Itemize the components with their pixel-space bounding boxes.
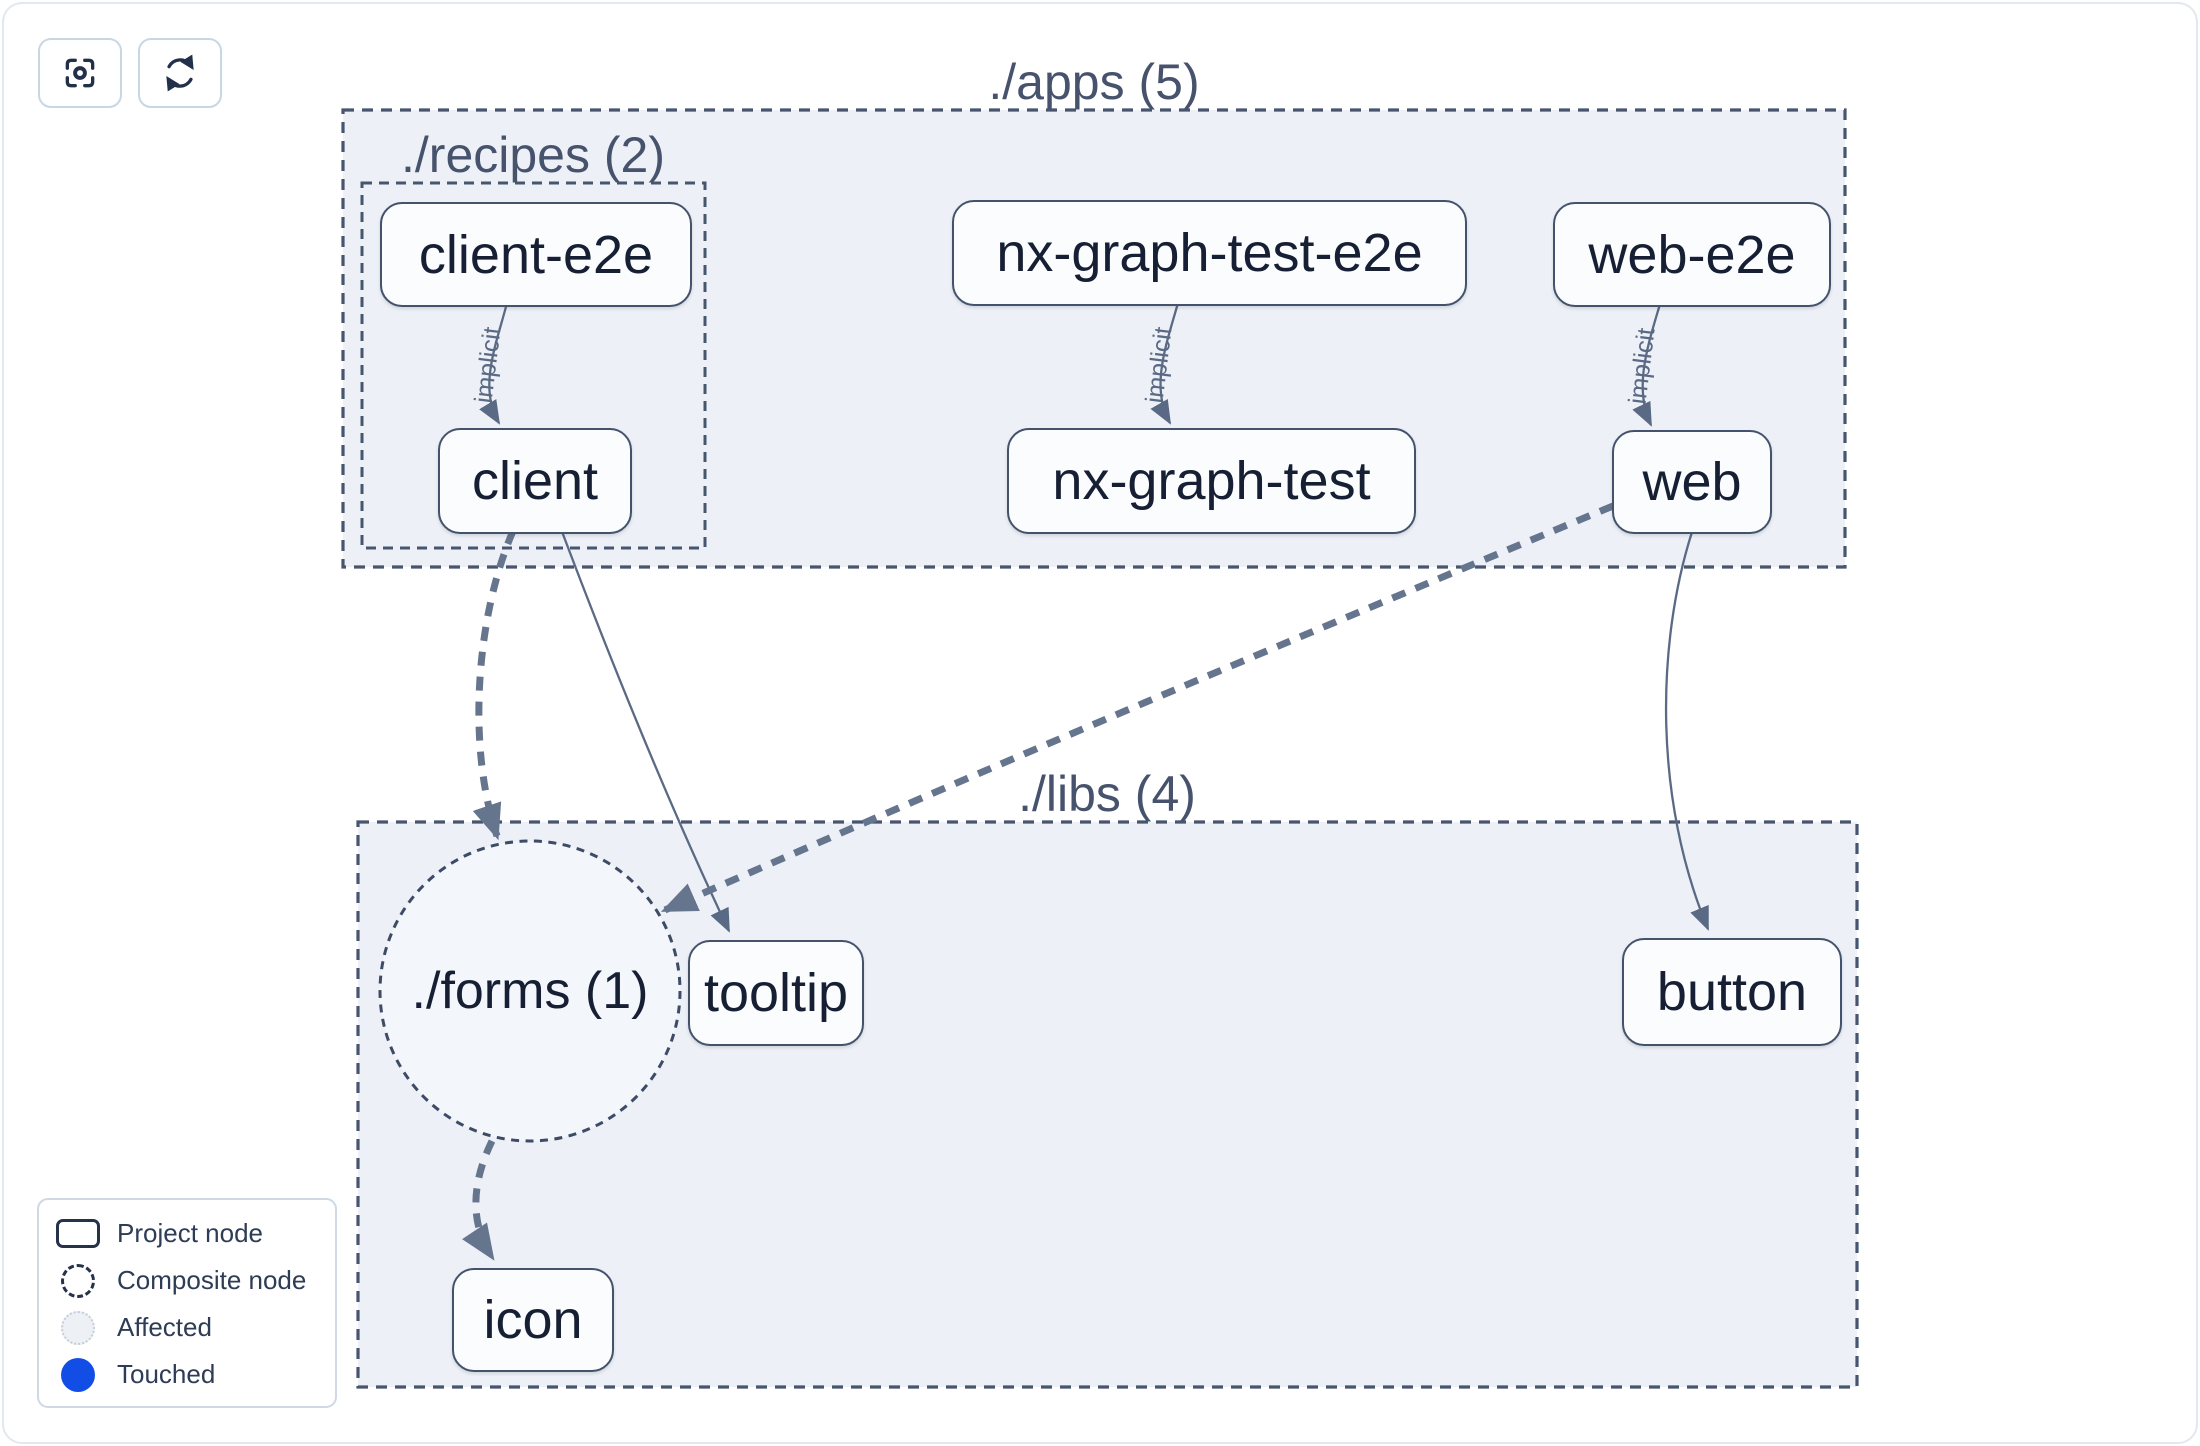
container-title-apps: ./apps (5) <box>988 54 1200 110</box>
legend-item-touched: Touched <box>39 1351 335 1398</box>
project-node-client-e2e[interactable]: client-e2e <box>380 202 692 307</box>
legend: Project node Composite node Affected Tou… <box>37 1198 337 1408</box>
edge-client-to-tooltip[interactable] <box>559 528 731 933</box>
edge-forms-to-icon[interactable] <box>462 1139 496 1261</box>
legend-label: Project node <box>117 1218 263 1248</box>
legend-label: Affected <box>117 1312 212 1342</box>
project-node-nx-graph-test[interactable]: nx-graph-test <box>1007 428 1416 534</box>
composite-node-swatch <box>61 1263 95 1298</box>
container-title-recipes: ./recipes (2) <box>401 127 665 183</box>
container-title-libs: ./libs (4) <box>1018 766 1196 822</box>
affected-swatch <box>61 1310 95 1345</box>
project-node-web[interactable]: web <box>1612 430 1772 534</box>
project-node-swatch <box>56 1219 100 1248</box>
edge-web-to-forms[interactable] <box>660 502 1615 914</box>
refresh-button[interactable] <box>138 38 222 108</box>
project-node-icon[interactable]: icon <box>452 1268 614 1372</box>
composite-node-forms[interactable] <box>378 839 682 1143</box>
legend-label: Composite node <box>117 1265 307 1295</box>
project-node-web-e2e[interactable]: web-e2e <box>1553 202 1831 307</box>
touched-swatch <box>61 1357 95 1392</box>
project-node-button[interactable]: button <box>1622 938 1842 1046</box>
focus-button[interactable] <box>38 38 122 108</box>
legend-item-project-node: Project node <box>39 1210 335 1257</box>
project-node-tooltip[interactable]: tooltip <box>688 940 864 1046</box>
focus-icon <box>65 58 95 88</box>
project-node-nx-graph-test-e2e[interactable]: nx-graph-test-e2e <box>952 200 1467 306</box>
edge-web-e2e-to-web[interactable] <box>1632 303 1662 427</box>
edge-client-to-forms[interactable] <box>472 529 517 841</box>
legend-item-affected: Affected <box>39 1304 335 1351</box>
edge-client-e2e-to-client[interactable] <box>479 302 509 425</box>
edge-web-to-button[interactable] <box>1664 531 1710 931</box>
project-node-client[interactable]: client <box>438 428 632 534</box>
legend-label: Touched <box>117 1359 216 1389</box>
legend-item-composite-node: Composite node <box>39 1257 335 1304</box>
edge-nx-graph-test-e2e-to-nx-graph-test[interactable] <box>1150 302 1180 425</box>
refresh-icon <box>166 54 194 92</box>
